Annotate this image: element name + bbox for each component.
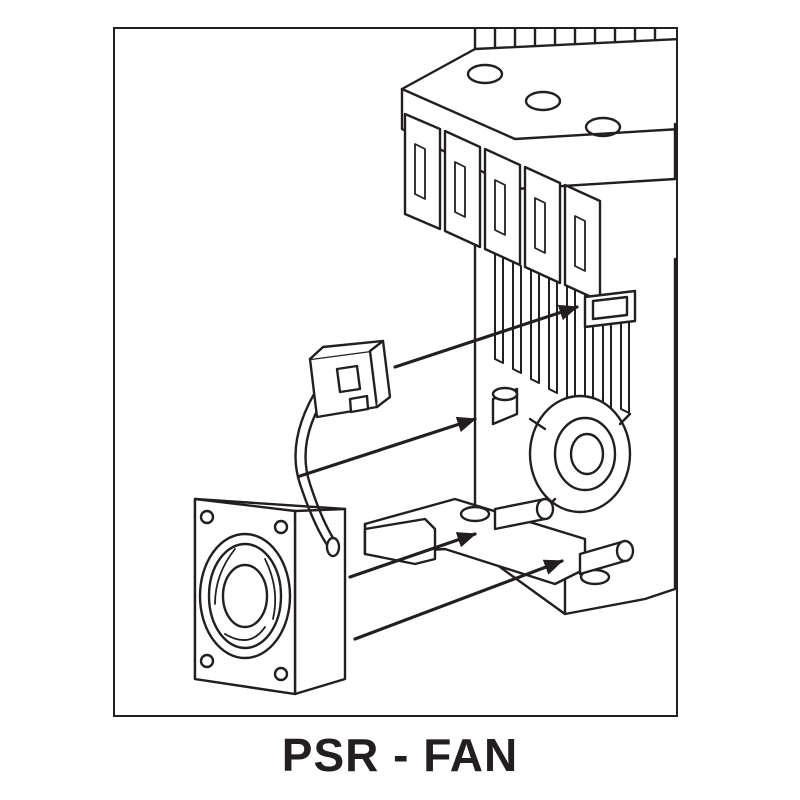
fan-screw-hole xyxy=(273,666,289,682)
installation-diagram xyxy=(193,29,676,696)
psr-module xyxy=(363,29,676,616)
terminal-slots xyxy=(403,112,602,303)
illustration-frame xyxy=(113,27,678,717)
fan-blades xyxy=(214,548,277,641)
arrow-mount-left xyxy=(348,532,477,579)
locating-pin-upper xyxy=(491,386,519,426)
arrow-upper-pin xyxy=(298,416,477,478)
fan-screw-hole xyxy=(199,509,215,525)
screw-hole xyxy=(466,63,504,85)
arrow-mount-right xyxy=(353,559,564,641)
arrow-connector xyxy=(393,304,579,369)
assembly-arrows xyxy=(298,304,579,641)
fan-screw-hole xyxy=(199,653,215,669)
top-ribs xyxy=(473,29,657,51)
figure-caption: PSR - FAN xyxy=(281,729,519,781)
fan-cable xyxy=(294,382,341,558)
fan-mount-ring xyxy=(528,394,632,514)
fan xyxy=(193,497,347,696)
fan-screw-hole xyxy=(273,519,289,535)
fan-hub xyxy=(221,563,269,629)
screw-hole xyxy=(524,90,562,112)
locating-pin-lower xyxy=(493,497,635,576)
screw-hole xyxy=(584,116,622,138)
terminal-contacts xyxy=(414,143,586,272)
fan-connector xyxy=(308,339,392,419)
